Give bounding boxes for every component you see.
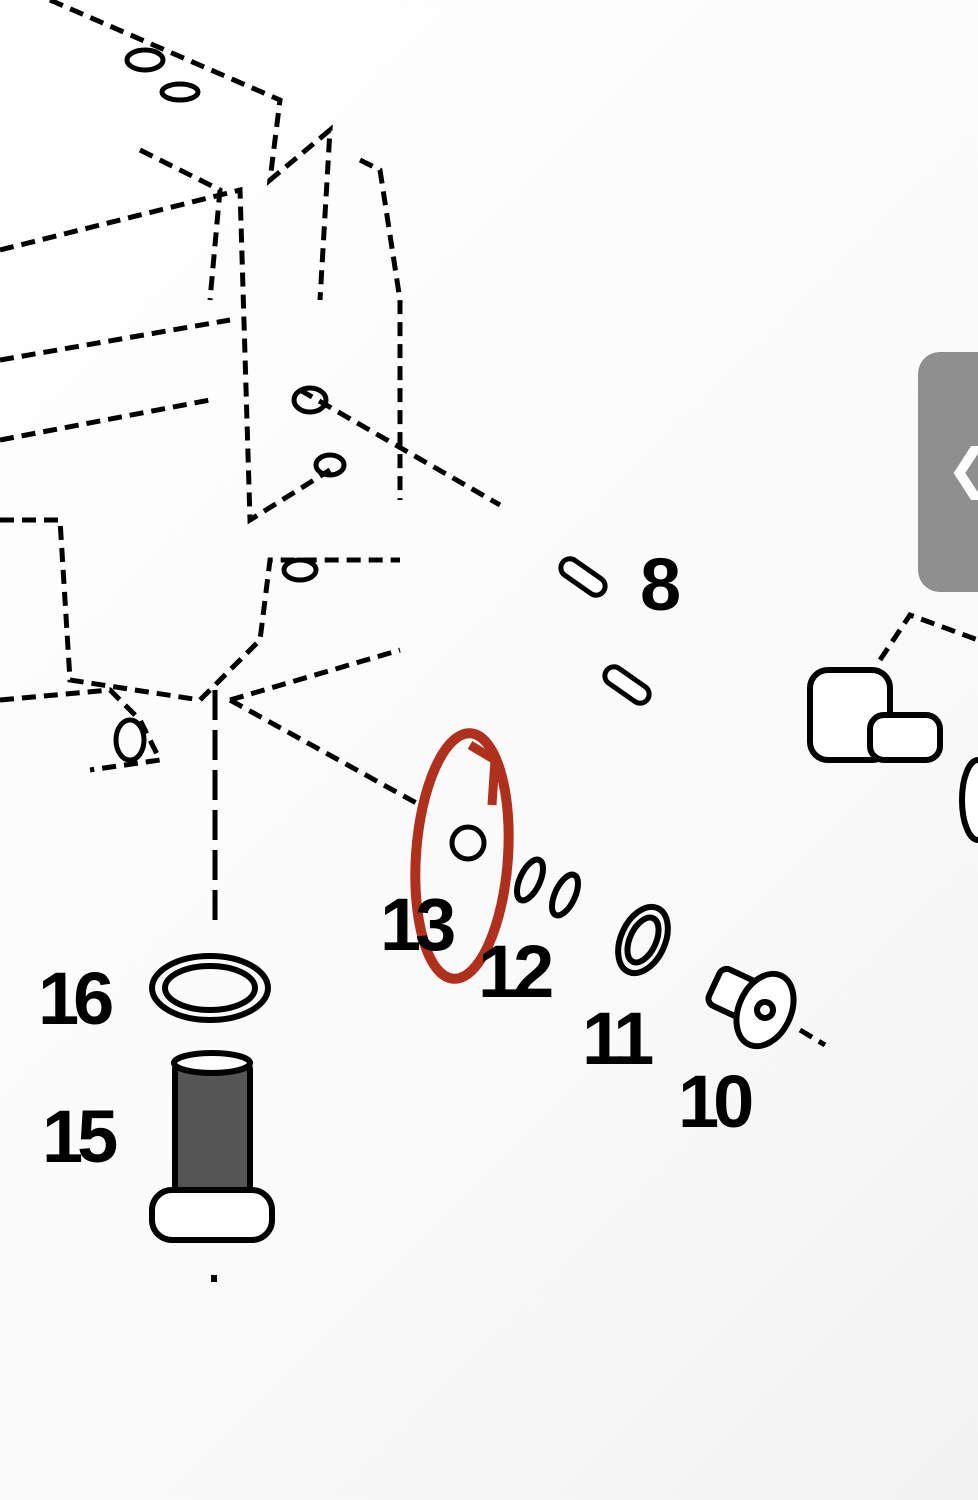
chevron-left-icon: ❮ [946,442,978,496]
part-8-pins [558,556,652,706]
part-10-plug [705,965,797,1050]
part-label-15: 15 [42,1095,118,1178]
red-annotation-tail [467,741,500,806]
part-11-washer [615,903,671,977]
part-label-13: 13 [380,883,456,966]
part-sensor-right [807,667,978,843]
part-label-10: 10 [678,1060,754,1143]
part-16-washer [149,953,271,1023]
part-label-12: 12 [478,930,554,1013]
red-annotation-circle [410,728,514,984]
part-15-strainer [149,1050,275,1282]
part-label-16: 16 [38,957,114,1040]
engine-block-drawing [0,0,978,1048]
engine-block-bolts [113,47,347,763]
part-label-11: 11 [582,997,654,1080]
side-panel-handle[interactable]: ❮ [918,352,978,592]
part-12-spring [514,856,581,919]
part-13-ring [449,824,487,862]
part-label-8: 8 [640,543,681,626]
